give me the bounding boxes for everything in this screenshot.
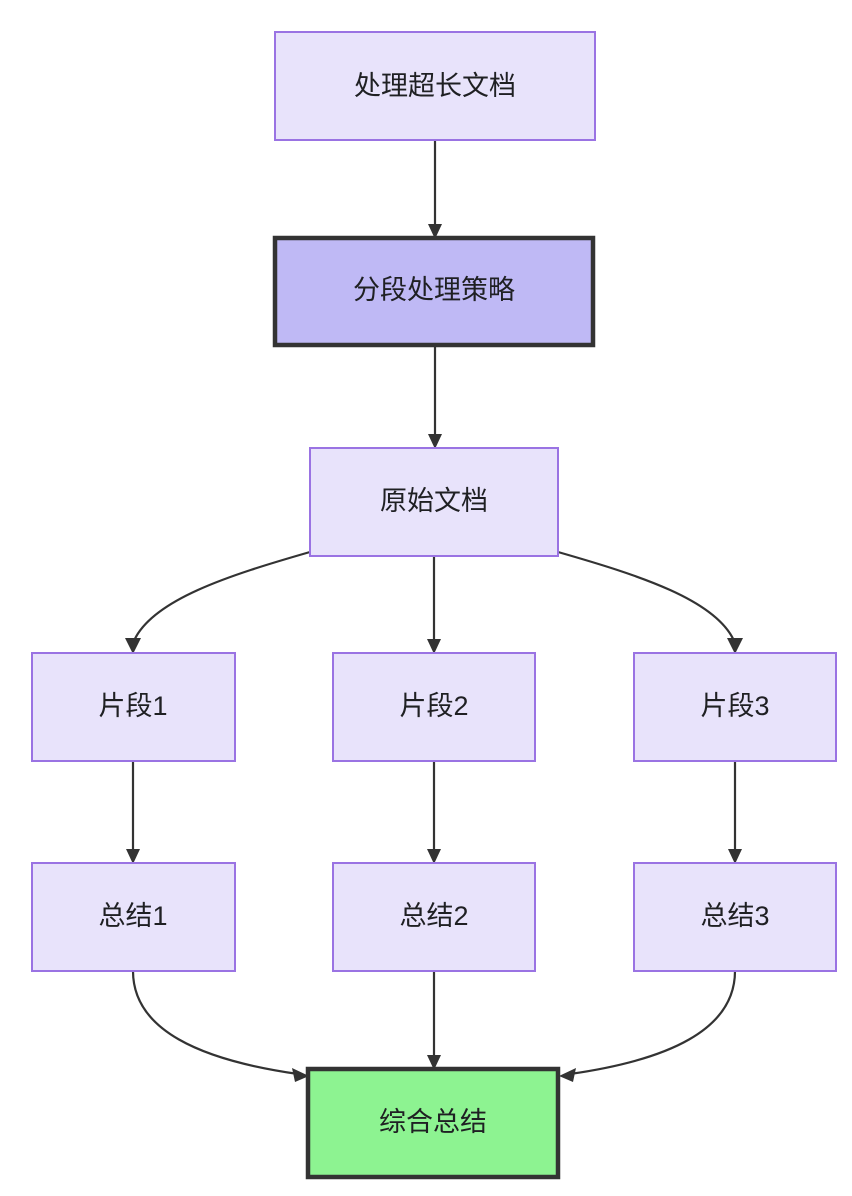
edge-source-doc-to-fragment-1 (125, 550, 311, 654)
node-summary-1-box[interactable] (31, 862, 236, 972)
node-summary-3[interactable]: 总结3 (633, 862, 837, 972)
node-fragment-2-box[interactable] (332, 652, 536, 762)
edge-summary-3-to-final-summary (559, 970, 737, 1082)
edge-process-long-doc-to-chunk-strategy (428, 140, 442, 239)
node-fragment-1-box[interactable] (31, 652, 236, 762)
node-final-summary[interactable]: 综合总结 (305, 1066, 561, 1180)
node-summary-3-box[interactable] (633, 862, 837, 972)
edge-fragment-2-to-summary-2 (427, 761, 441, 864)
node-fragment-1[interactable]: 片段1 (31, 652, 236, 762)
edge-summary-2-to-final-summary (427, 971, 441, 1070)
node-summary-2-box[interactable] (332, 862, 536, 972)
edge-layer (125, 140, 743, 1082)
node-fragment-3[interactable]: 片段3 (633, 652, 837, 762)
node-process-long-doc-box[interactable] (274, 31, 596, 141)
edge-chunk-strategy-to-source-doc (428, 345, 442, 449)
node-fragment-3-box[interactable] (633, 652, 837, 762)
edge-source-doc-to-fragment-3 (557, 550, 743, 654)
node-source-doc[interactable]: 原始文档 (309, 447, 559, 557)
node-process-long-doc[interactable]: 处理超长文档 (274, 31, 596, 141)
node-chunk-strategy[interactable]: 分段处理策略 (272, 235, 596, 348)
edge-source-doc-to-fragment-2 (427, 556, 441, 654)
node-summary-2[interactable]: 总结2 (332, 862, 536, 972)
edge-fragment-3-to-summary-3 (728, 761, 742, 864)
edge-fragment-1-to-summary-1 (126, 761, 140, 864)
node-source-doc-box[interactable] (309, 447, 559, 557)
edge-summary-1-to-final-summary (131, 970, 309, 1082)
node-summary-1[interactable]: 总结1 (31, 862, 236, 972)
node-final-summary-box[interactable] (305, 1066, 561, 1180)
node-layer: 处理超长文档 分段处理策略 原始文档 片段1 片段2 片段3 (31, 31, 837, 1180)
node-fragment-2[interactable]: 片段2 (332, 652, 536, 762)
node-chunk-strategy-box[interactable] (272, 235, 596, 348)
